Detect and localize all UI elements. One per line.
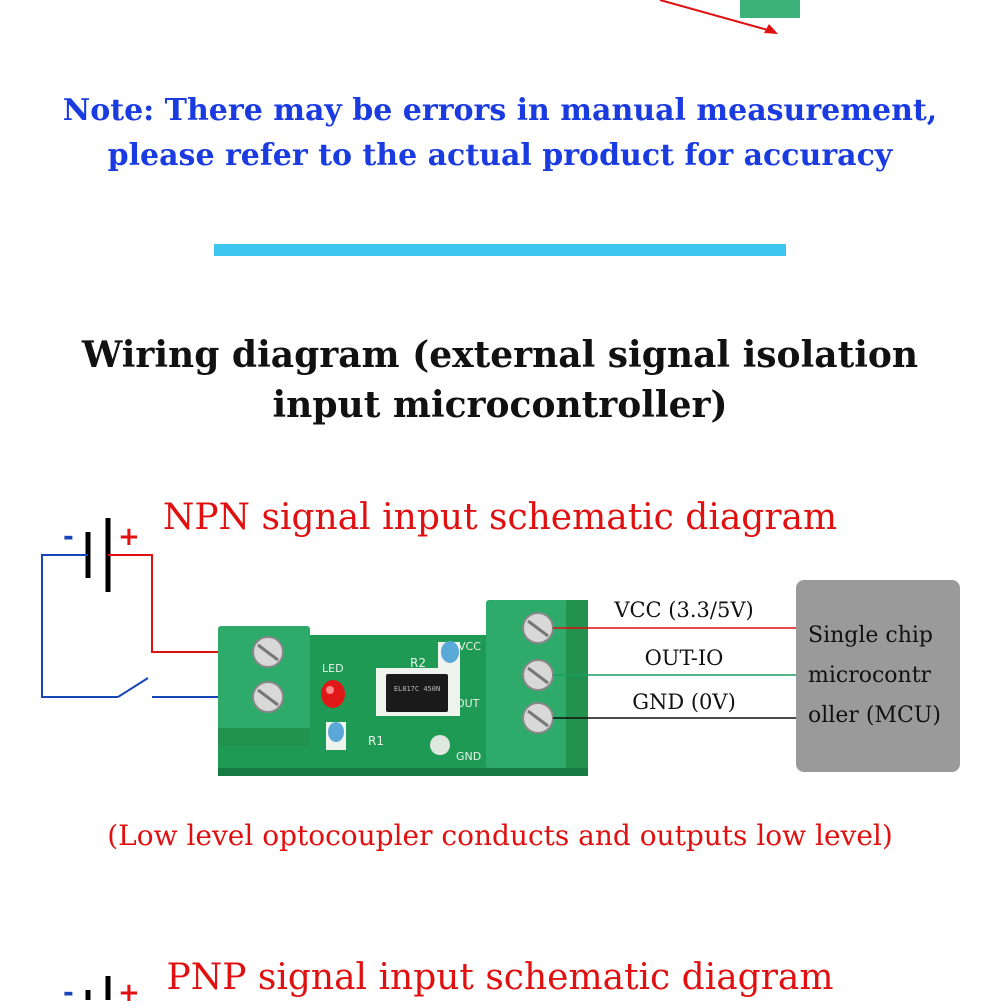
resistor-r2 <box>441 641 459 663</box>
optocoupler-chip <box>386 674 448 712</box>
section-divider <box>214 244 786 256</box>
mcu-label-line-1: Single chip <box>808 623 934 648</box>
wire-blue-negative <box>41 554 118 698</box>
chip-marking: EL817C 450N <box>393 685 441 693</box>
mcu-label-line-3: oller (MCU) <box>808 703 941 728</box>
heading-line-1: Wiring diagram (external signal isolatio… <box>81 334 919 376</box>
npn-battery-plus: + <box>118 522 140 552</box>
note-line-1: Note: There may be errors in manual meas… <box>62 93 938 128</box>
red-arrow-line <box>659 0 776 33</box>
silk-gnd: GND <box>456 750 482 763</box>
silk-led: LED <box>322 662 344 675</box>
npn-battery-minus: - <box>63 522 74 552</box>
label-vcc: VCC (3.3/5V) <box>614 598 754 622</box>
label-out-io: OUT-IO <box>644 646 724 670</box>
mounting-hole <box>430 735 450 755</box>
cropped-terminal-edge <box>740 0 800 18</box>
label-gnd: GND (0V) <box>632 690 736 714</box>
wire-red-positive <box>108 554 258 653</box>
red-arrow-head <box>764 24 778 34</box>
heading-line-2: input microcontroller) <box>272 384 728 426</box>
npn-caption: (Low level optocoupler conducts and outp… <box>107 819 893 852</box>
silk-vcc: VCC <box>458 640 481 653</box>
mcu-box: Single chip microcontr oller (MCU) <box>796 580 960 772</box>
input-terminal-base <box>218 728 310 746</box>
pnp-title: PNP signal input schematic diagram <box>166 957 834 998</box>
silk-r2: R2 <box>410 656 426 670</box>
switch-symbol <box>117 677 149 698</box>
mcu-label-line-2: microcontr <box>808 663 932 688</box>
optocoupler-module <box>218 600 588 776</box>
silk-r1: R1 <box>368 734 384 748</box>
npn-title: NPN signal input schematic diagram <box>162 497 838 538</box>
led-red <box>321 680 345 708</box>
silk-out: OUT <box>456 697 480 710</box>
resistor-r1 <box>328 722 344 742</box>
note-line-2: please refer to the actual product for a… <box>107 138 893 173</box>
pcb-edge <box>218 768 588 776</box>
pnp-battery-minus: - <box>63 978 74 1008</box>
top-dimension-arrow <box>659 0 800 34</box>
pnp-battery-symbol <box>85 976 111 1000</box>
battery-symbol <box>85 518 111 592</box>
output-terminal-side <box>566 600 588 768</box>
pnp-battery-plus: + <box>118 978 140 1008</box>
